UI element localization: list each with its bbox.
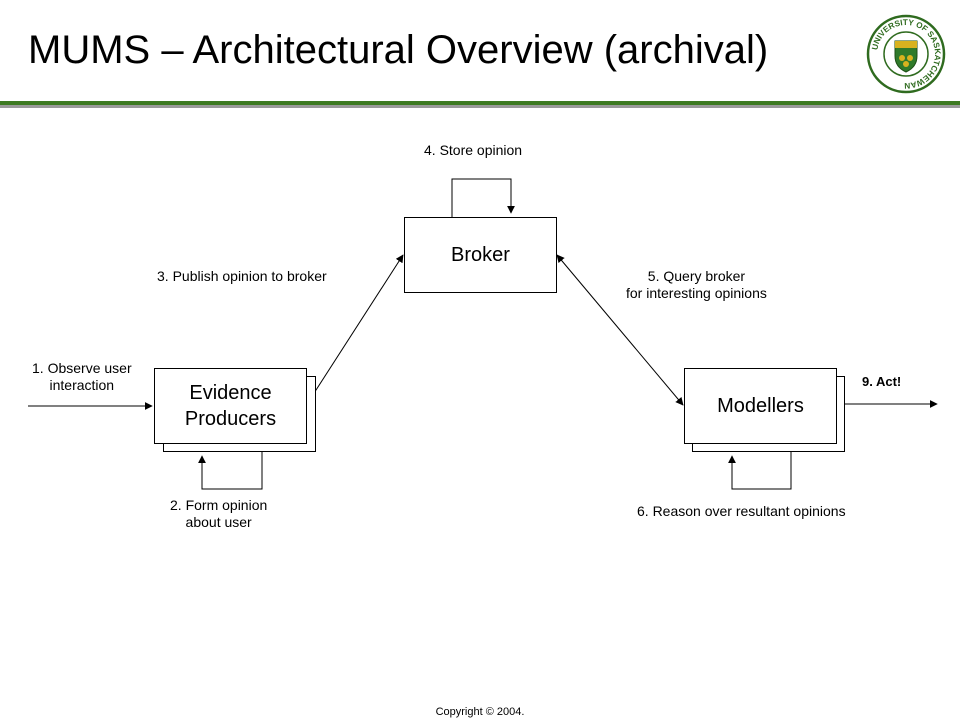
title-rule-gray bbox=[0, 105, 960, 108]
modellers-box: Modellers bbox=[684, 368, 837, 444]
evidence-producers-box: Evidence Producers bbox=[154, 368, 307, 444]
step-observe-line2: interaction bbox=[49, 377, 115, 393]
copyright-footer: Copyright © 2004. bbox=[435, 706, 525, 718]
broker-label: Broker bbox=[451, 244, 510, 266]
step-store-label: 4. Store opinion bbox=[424, 142, 523, 158]
step-query-line1: 5. Query broker bbox=[647, 268, 746, 284]
step-query-line2: for interesting opinions bbox=[626, 285, 767, 301]
step-form-label: 2. Form opinion about user bbox=[170, 497, 267, 531]
step-form-line1: 2. Form opinion bbox=[170, 497, 268, 513]
publish-arrow bbox=[306, 254, 404, 405]
step-reason-label: 6. Reason over resultant opinions bbox=[637, 503, 846, 519]
step-query-label: 5. Query broker for interesting opinions bbox=[626, 268, 767, 302]
title-rule-green bbox=[0, 101, 960, 105]
reason-loop-arrow bbox=[728, 452, 792, 490]
university-of-saskatchewan-seal-icon: UNIVERSITY OF SASKATCHEWAN bbox=[866, 14, 946, 94]
query-arrow bbox=[556, 254, 684, 406]
step-observe-label: 1. Observe user interaction bbox=[32, 360, 132, 394]
evidence-producers-label-line2: Producers bbox=[184, 408, 277, 430]
step-publish-label: 3. Publish opinion to broker bbox=[157, 268, 327, 284]
step-act-label: 9. Act! bbox=[862, 374, 902, 389]
slide-title: MUMS – Architectural Overview (archival) bbox=[28, 28, 769, 72]
form-loop-arrow bbox=[198, 452, 263, 490]
step-form-line2: about user bbox=[185, 514, 252, 530]
step-observe-line1: 1. Observe user bbox=[32, 360, 132, 376]
evidence-producers-label-line1: Evidence bbox=[189, 382, 272, 404]
store-loop-arrow bbox=[451, 178, 515, 217]
modellers-label: Modellers bbox=[717, 395, 804, 417]
broker-box: Broker bbox=[404, 217, 557, 293]
